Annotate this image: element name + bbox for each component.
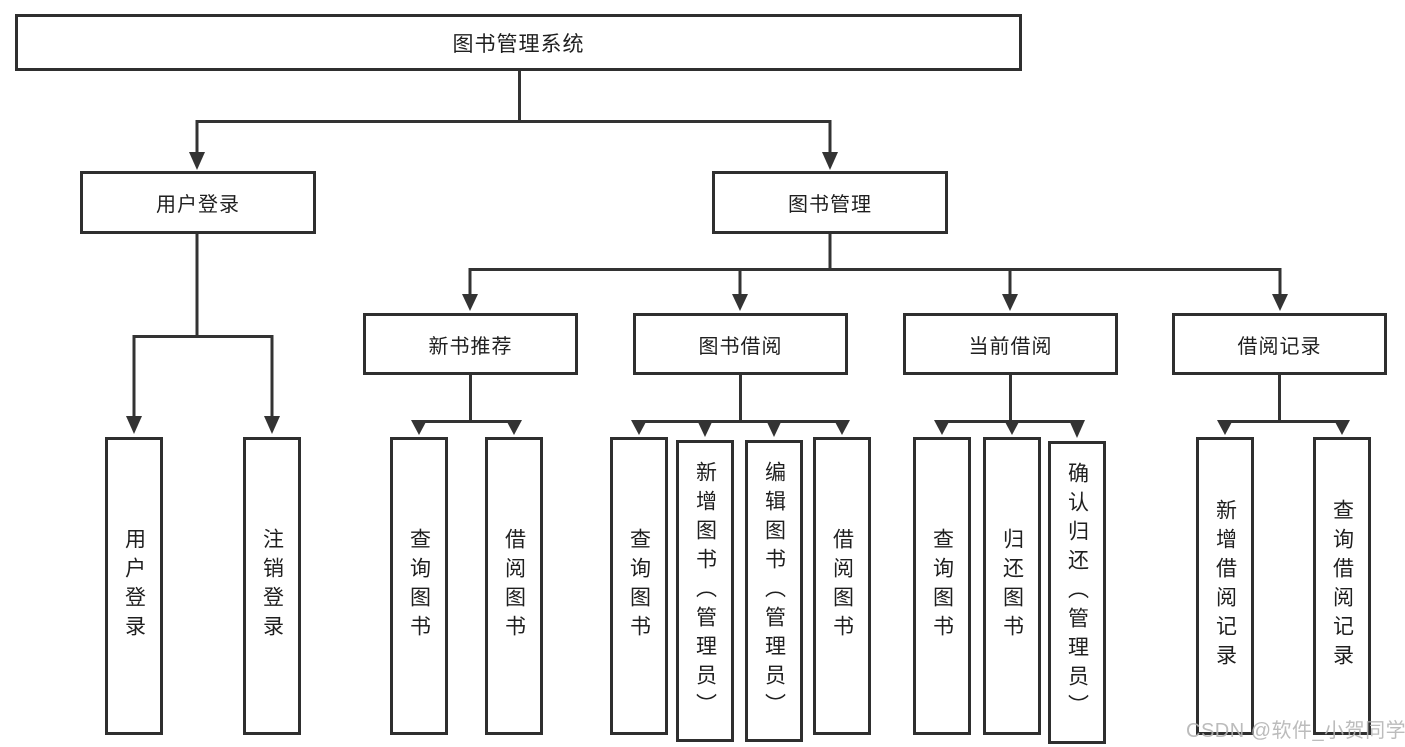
csdn-watermark: CSDN @软件_小贺同学: [1186, 720, 1405, 742]
arrowheads: [126, 152, 1350, 438]
leaf-return-books: 归还图书: [983, 437, 1041, 735]
node-root-system-label: 图书管理系统: [452, 32, 585, 56]
arrow-down-icon: [834, 420, 850, 435]
node-borrow-records-label: 借阅记录: [1237, 335, 1322, 358]
leaf-query-borrow-record: 查询借阅记录: [1313, 437, 1371, 735]
arrow-down-icon: [934, 420, 950, 435]
leaf-query-books-current-label: 查询图书: [930, 528, 954, 644]
leaf-return-books-label: 归还图书: [1000, 528, 1024, 644]
arrow-down-icon: [631, 420, 647, 435]
arrow-down-icon: [1272, 294, 1288, 311]
arrow-down-icon: [126, 416, 142, 434]
connector-root-to-level2: [195, 70, 832, 155]
node-current-borrow: 当前借阅: [903, 313, 1118, 375]
leaf-confirm-return-admin-label: 确认归还（管理员）: [1065, 462, 1089, 723]
connector-book-borrow: [637, 375, 844, 423]
leaf-add-books-admin: 新增图书（管理员）: [676, 440, 734, 742]
node-user-login-label: 用户登录: [156, 194, 240, 216]
leaf-edit-books-admin-label: 编辑图书（管理员）: [762, 460, 786, 722]
arrow-down-icon: [1069, 420, 1085, 438]
arrow-down-icon: [697, 420, 713, 437]
connector-current-borrow: [940, 375, 1079, 423]
leaf-query-books-borrow-label: 查询图书: [627, 528, 651, 644]
leaf-user-login-label: 用户登录: [122, 528, 146, 644]
leaf-logout-login-label: 注销登录: [260, 528, 284, 644]
arrow-down-icon: [766, 420, 782, 437]
connector-book-management-to-level3: [468, 234, 1282, 297]
node-book-borrow-label: 图书借阅: [698, 335, 783, 358]
arrow-down-icon: [189, 152, 205, 170]
leaf-query-books-recommend-label: 查询图书: [407, 528, 431, 644]
leaf-query-books-current: 查询图书: [913, 437, 971, 735]
node-user-login: 用户登录: [80, 171, 316, 234]
leaf-confirm-return-admin: 确认归还（管理员）: [1048, 441, 1106, 744]
leaf-user-login: 用户登录: [105, 437, 163, 735]
arrow-down-icon: [506, 420, 522, 435]
connector-borrow-records: [1223, 375, 1344, 423]
arrow-down-icon: [462, 294, 478, 311]
arrow-down-icon: [1334, 420, 1350, 435]
leaf-query-books-borrow: 查询图书: [610, 437, 668, 735]
arrow-down-icon: [1217, 420, 1233, 435]
arrow-down-icon: [1002, 294, 1018, 311]
arrow-down-icon: [264, 416, 280, 434]
leaf-query-books-recommend: 查询图书: [390, 437, 448, 735]
leaf-edit-books-admin: 编辑图书（管理员）: [745, 440, 803, 742]
node-book-management: 图书管理: [712, 171, 948, 234]
arrow-down-icon: [1004, 420, 1020, 435]
arrow-down-icon: [822, 152, 838, 170]
leaf-add-books-admin-label: 新增图书（管理员）: [693, 460, 717, 722]
arrow-down-icon: [732, 294, 748, 311]
node-book-borrow: 图书借阅: [633, 313, 848, 375]
node-new-book-recommend-label: 新书推荐: [428, 335, 513, 358]
leaf-logout-login: 注销登录: [243, 437, 301, 735]
leaf-borrow-books-recommend: 借阅图书: [485, 437, 543, 735]
node-current-borrow-label: 当前借阅: [968, 335, 1053, 358]
node-root-system: 图书管理系统: [15, 14, 1022, 71]
leaf-borrow-books-label: 借阅图书: [830, 528, 854, 644]
leaf-borrow-books-recommend-label: 借阅图书: [502, 528, 526, 644]
leaf-borrow-books: 借阅图书: [813, 437, 871, 735]
arrow-down-icon: [411, 420, 427, 435]
leaf-add-borrow-record: 新增借阅记录: [1196, 437, 1254, 735]
connector-new-book-recommend: [417, 375, 516, 423]
node-new-book-recommend: 新书推荐: [363, 313, 578, 375]
connector-user-login-to-leaves: [132, 234, 274, 419]
leaf-query-borrow-record-label: 查询借阅记录: [1330, 499, 1354, 673]
node-borrow-records: 借阅记录: [1172, 313, 1387, 375]
node-book-management-label: 图书管理: [788, 194, 872, 216]
leaf-add-borrow-record-label: 新增借阅记录: [1213, 499, 1237, 673]
